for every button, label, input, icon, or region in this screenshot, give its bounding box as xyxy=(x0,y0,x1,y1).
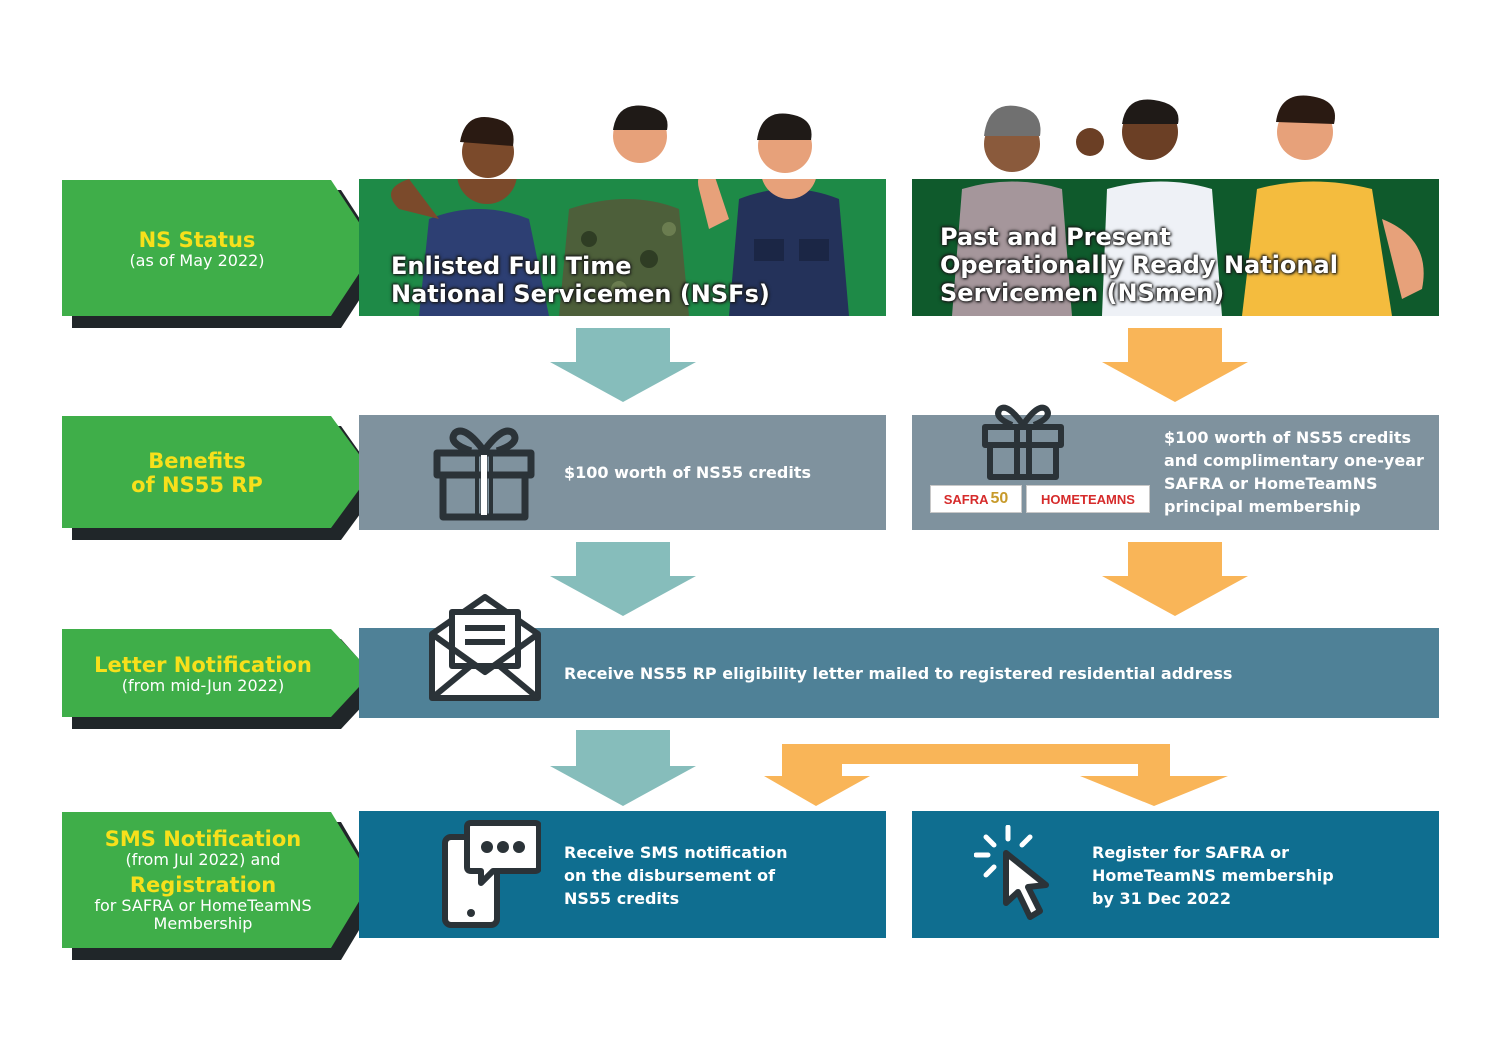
nsf-heading-line2: National Servicemen (NSFs) xyxy=(391,280,770,308)
hometeamns-logo: HOMETEAMNS xyxy=(1026,485,1150,513)
nsmen-heading: Past and Present Operationally Ready Nat… xyxy=(940,223,1430,307)
phone-chat-icon xyxy=(442,820,541,928)
registration-text-line3: by 31 Dec 2022 xyxy=(1092,889,1232,908)
nsmen-status-panel xyxy=(912,179,1439,316)
sms-text-line1: Receive SMS notification xyxy=(564,843,788,862)
safra-logo-number: 50 xyxy=(990,490,1009,507)
nsmen-benefit-line3: SAFRA or HomeTeamNS xyxy=(1164,474,1378,493)
safra-logo-text: SAFRA xyxy=(943,491,989,507)
nsf-status-panel xyxy=(359,179,886,316)
sms-label: SMS Notification (from Jul 2022) and Reg… xyxy=(62,813,344,947)
sms-text-line3: NS55 credits xyxy=(564,889,680,908)
benefits-label: Benefits of NS55 RP xyxy=(62,418,332,528)
benefits-title-line2: of NS55 RP xyxy=(131,473,263,497)
nsmen-heads xyxy=(984,95,1335,172)
arrow-down-teal xyxy=(550,730,696,806)
registration-text-line2: HomeTeamNS membership xyxy=(1092,866,1334,885)
nsf-illustration xyxy=(391,179,849,316)
letter-label: Letter Notification (from mid-Jun 2022) xyxy=(62,630,344,718)
nsmen-illustration xyxy=(952,181,1424,316)
nsmen-benefit-line1: $100 worth of NS55 credits xyxy=(1164,428,1411,447)
nsf-benefit-panel: $100 worth of NS55 credits xyxy=(359,415,886,530)
nsf-heading: Enlisted Full Time National Servicemen (… xyxy=(391,252,871,308)
nsmen-heading-line1: Past and Present xyxy=(940,223,1171,251)
sms-text: Receive SMS notification on the disburse… xyxy=(564,841,864,910)
nsf-heading-line1: Enlisted Full Time xyxy=(391,252,632,280)
ns-status-title: NS Status xyxy=(138,228,256,252)
registration-panel: Register for SAFRA or HomeTeamNS members… xyxy=(912,811,1439,938)
sms-panel: Receive SMS notification on the disburse… xyxy=(359,811,886,938)
arrow-down-orange xyxy=(1102,328,1248,402)
registration-text: Register for SAFRA or HomeTeamNS members… xyxy=(1092,841,1412,910)
registration-subtitle-line1: for SAFRA or HomeTeamNS xyxy=(94,896,312,915)
nsmen-heading-line2: Operationally Ready National xyxy=(940,251,1338,279)
envelope-icon xyxy=(429,594,541,701)
nsmen-benefit-panel: SAFRA 50 HOMETEAMNS $100 worth of NS55 c… xyxy=(912,404,1439,530)
label-chevron-shape xyxy=(62,416,382,540)
sms-title: SMS Notification xyxy=(104,827,302,851)
letter-subtitle: (from mid-Jun 2022) xyxy=(121,676,285,695)
letter-title: Letter Notification xyxy=(94,653,312,677)
cursor-click-icon xyxy=(974,825,1049,920)
registration-text-line1: Register for SAFRA or xyxy=(1092,843,1289,862)
registration-subtitle-line2: Membership xyxy=(153,914,253,933)
nsmen-heading-line3: Servicemen (NSmen) xyxy=(940,279,1225,307)
label-chevron-shape xyxy=(62,812,382,960)
gift-icon xyxy=(433,427,535,521)
hometeamns-logo-text: HOMETEAMNS xyxy=(1041,491,1135,507)
benefits-title-line1: Benefits xyxy=(148,449,246,473)
safra-logo: SAFRA 50 xyxy=(930,485,1022,513)
sms-text-line2: on the disbursement of xyxy=(564,866,776,885)
ns-status-label: NS Status (as of May 2022) xyxy=(62,182,332,316)
label-chevron-shape xyxy=(62,180,386,328)
nsmen-benefit-line2: and complimentary one-year xyxy=(1164,451,1424,470)
registration-title: Registration xyxy=(129,873,277,897)
arrow-down-teal xyxy=(550,542,696,616)
label-chevron-shape xyxy=(62,629,382,729)
arrow-down-teal xyxy=(550,328,696,402)
nsf-heads xyxy=(460,105,812,178)
gift-icon xyxy=(982,404,1064,480)
arrow-down-orange xyxy=(1102,542,1248,616)
letter-text: Receive NS55 RP eligibility letter maile… xyxy=(564,664,1233,683)
ns-status-subtitle: (as of May 2022) xyxy=(129,251,265,270)
nsmen-benefit-text: $100 worth of NS55 credits and complimen… xyxy=(1164,426,1434,518)
nsmen-benefit-line4: principal membership xyxy=(1164,497,1361,516)
arrow-split-orange xyxy=(764,744,1228,806)
letter-panel: Receive NS55 RP eligibility letter maile… xyxy=(359,594,1439,718)
nsf-benefit-text: $100 worth of NS55 credits xyxy=(564,463,811,482)
sms-subtitle: (from Jul 2022) and xyxy=(125,850,281,869)
